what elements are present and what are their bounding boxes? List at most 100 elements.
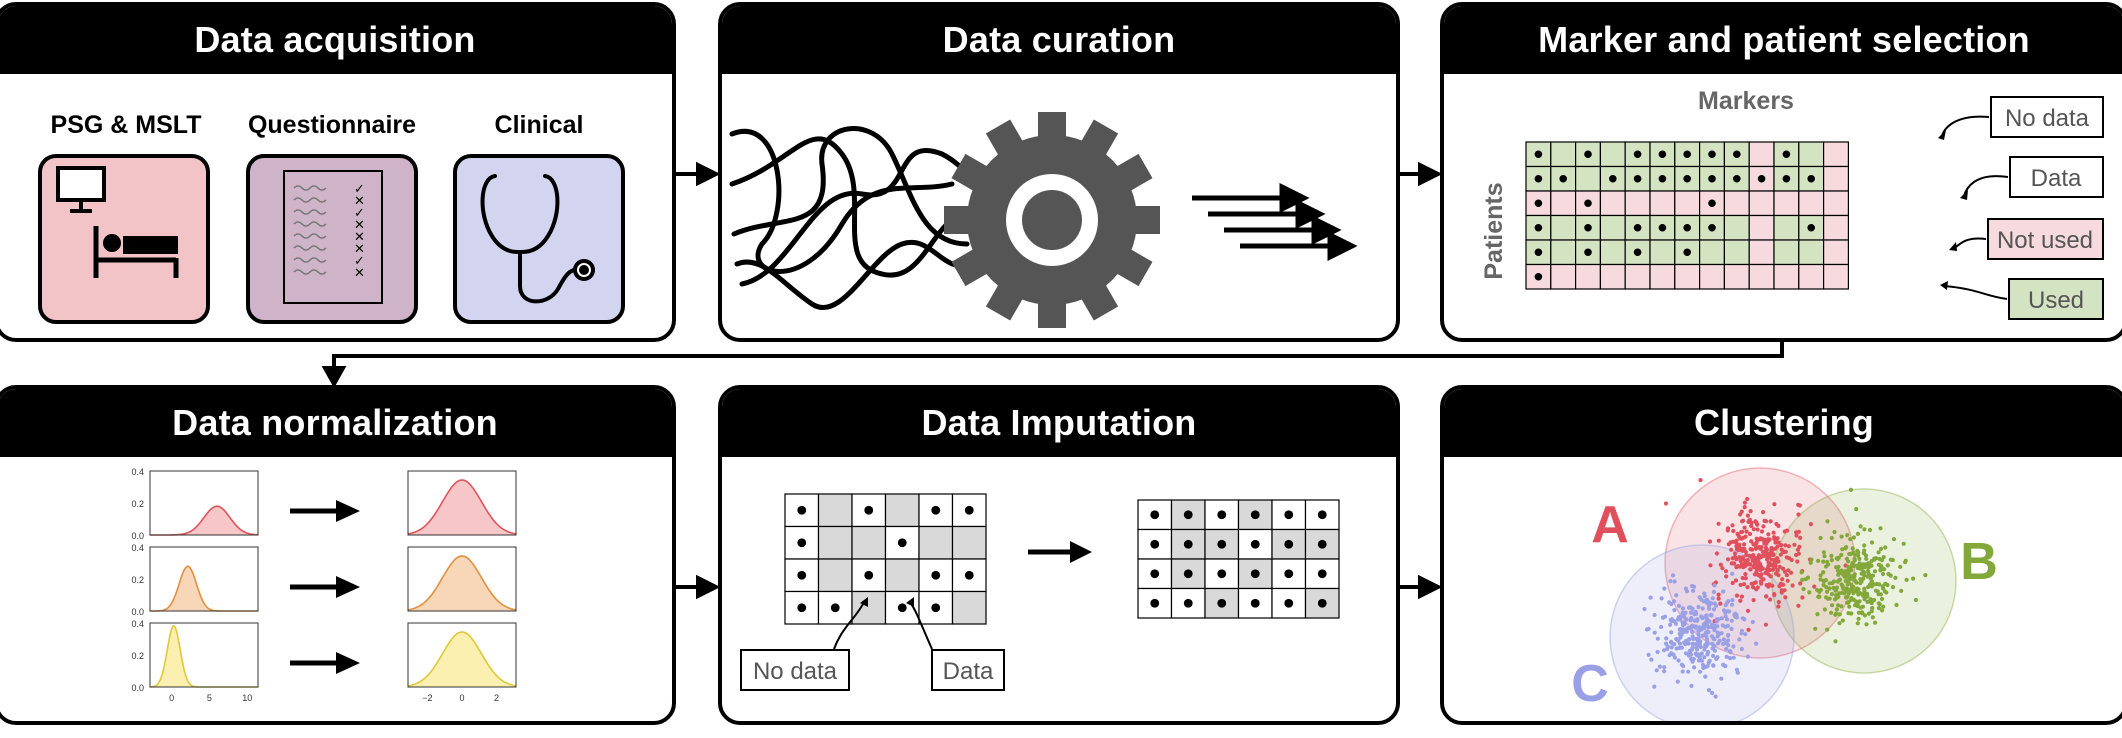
data-dot [1708,174,1716,183]
cluster-point [1778,552,1783,557]
data-dot [1150,539,1160,549]
cluster-point [1829,592,1835,597]
cluster-point [1703,674,1708,679]
cluster-point [1818,573,1823,578]
grid-cell [1798,239,1825,266]
cluster-point [1723,640,1728,646]
cluster-point [1824,595,1829,600]
cluster-point [1691,588,1696,593]
cluster-point [1779,590,1784,595]
cluster-point [1687,637,1692,642]
cluster-point [1856,550,1861,555]
grid-cell [1575,165,1602,192]
cluster-point [1668,579,1673,584]
cluster-point [1757,561,1762,566]
cluster-point [1839,604,1844,609]
cluster-point [1700,662,1706,667]
cluster-point [1737,637,1742,642]
legend-box-data [931,649,1005,691]
data-dot [797,505,807,515]
cluster-point [1878,526,1883,531]
cluster-point [1691,642,1696,647]
cluster-point [1754,566,1759,571]
cluster-point [1734,547,1740,552]
cluster-point [1869,540,1875,545]
cluster-point [1772,593,1777,598]
data-dot [931,570,941,580]
cluster-point [1748,547,1753,552]
cluster-point [1680,669,1685,674]
normalize-arrow-head [336,576,360,598]
cluster-point [1742,505,1747,510]
data-dot [1250,569,1260,579]
cluster-point [1761,510,1766,515]
cluster-point [1739,646,1744,652]
cluster-point [1716,538,1721,543]
data-dot [1633,248,1642,257]
cluster-point [1772,502,1777,507]
cluster-point [1768,519,1773,524]
cluster-point [1855,621,1860,626]
cluster-point [1697,625,1702,630]
grid-cell [1599,263,1626,290]
cluster-point [1667,600,1672,605]
cluster-point [1706,688,1712,693]
cluster-point [1702,594,1707,599]
cluster-point [1808,560,1813,565]
cluster-point [1831,585,1836,591]
grid-cell [884,493,920,528]
cluster-point [1675,679,1680,684]
cluster-point [1686,626,1691,631]
cluster-point [1852,552,1858,557]
x-tick-label: −2 [422,693,432,703]
cluster-point [1705,640,1710,645]
cluster-point [1843,578,1848,584]
cluster-point [1700,606,1705,611]
cluster-point [1745,513,1750,518]
data-dot [1658,223,1667,232]
grid-cell [851,525,887,560]
cluster-point [1817,589,1822,594]
cluster-point [1862,570,1867,575]
cluster-point [1648,595,1653,600]
cluster-point [1767,582,1772,587]
data-dot [797,538,807,548]
cluster-point [1729,618,1734,623]
cluster-point [1739,530,1744,535]
cluster-point [1890,557,1895,563]
y-tick-label: 0.2 [131,499,144,509]
cluster-point [1913,597,1918,603]
cluster-point [1796,603,1801,608]
cluster-point [1767,553,1773,558]
cluster-point [1776,604,1781,609]
cluster-point [1796,512,1801,517]
cluster-point [1745,585,1750,590]
cluster-point [1834,565,1839,570]
grid-cell [1674,190,1701,217]
panel-title: Marker and patient selection [1444,6,2122,74]
cluster-point [1844,573,1849,578]
cluster-point [1732,551,1738,556]
cluster-point [1846,591,1851,596]
legend-label-used: Used [2028,287,2084,314]
grid-cell [1723,190,1750,217]
data-dot [1217,569,1227,579]
cluster-point [1675,617,1681,622]
cluster-point [1755,527,1760,532]
cluster-point [1743,632,1748,637]
grid-cell [1575,263,1602,290]
cluster-point [1837,612,1842,617]
svg-text:✕: ✕ [354,193,365,208]
data-dot [1534,199,1543,208]
cluster-point [1870,606,1875,611]
cluster-point [1646,626,1651,631]
cluster-point [1716,641,1721,646]
cluster-point [1682,629,1687,634]
cluster-point [1861,564,1867,569]
cluster-point [1747,531,1753,537]
cluster-point [1860,610,1865,615]
data-dot [797,603,807,613]
cluster-point [1856,616,1861,621]
cluster-point [1672,655,1677,660]
cluster-point [1733,611,1738,616]
